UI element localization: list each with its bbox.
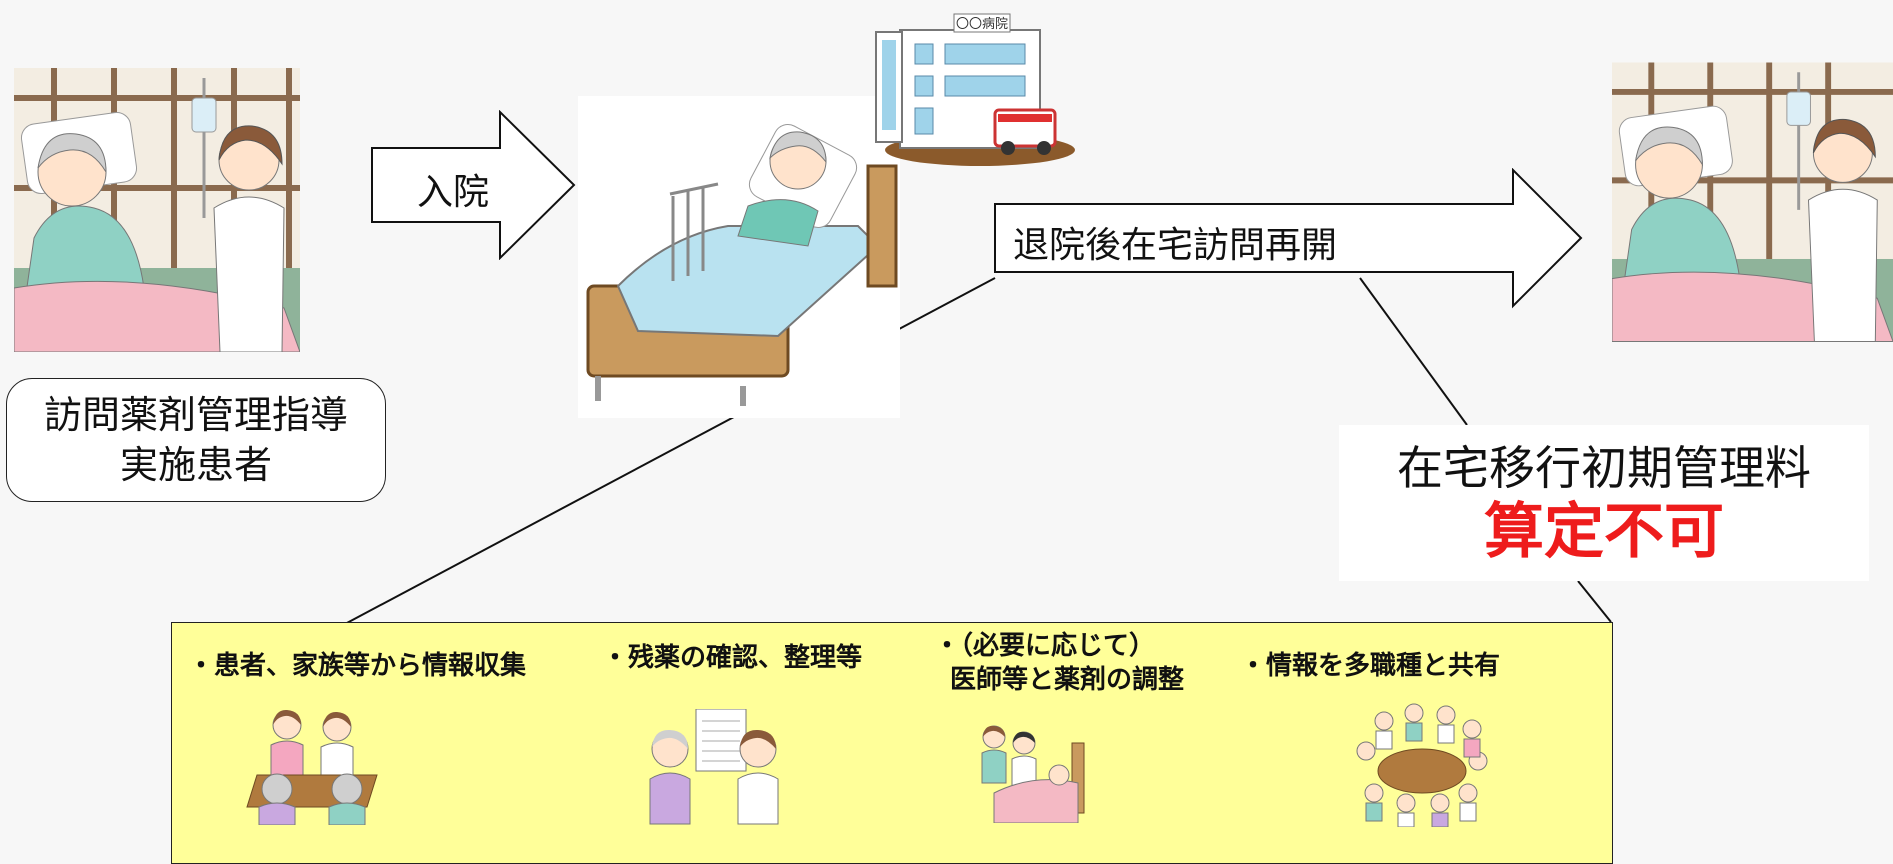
patient-label-box: 訪問薬剤管理指導 実施患者 xyxy=(6,378,386,502)
result-box: 在宅移行初期管理料 算定不可 xyxy=(1339,425,1869,581)
home-care-scene-right xyxy=(1612,62,1893,343)
admission-arrow xyxy=(371,110,576,260)
medication-check-illustration xyxy=(649,709,779,825)
home-care-scene-left xyxy=(14,68,300,352)
result-main-text: 在宅移行初期管理料 xyxy=(1397,441,1811,495)
activity-title-1: ・患者、家族等から情報収集 xyxy=(188,651,527,681)
hospital-bed-illustration xyxy=(578,96,900,418)
activity-detail-box: ・患者、家族等から情報収集 ・残薬の確認、整理等 ・（必要に応じて） 医師等と薬… xyxy=(171,622,1613,864)
team-sharing-illustration xyxy=(1356,703,1488,827)
patient-label-line2: 実施患者 xyxy=(119,443,272,487)
patient-label-line1: 訪問薬剤管理指導 xyxy=(43,393,348,437)
result-sub-text: 算定不可 xyxy=(1484,497,1724,567)
callout-line-result xyxy=(1359,277,1468,426)
activity-title-4: ・情報を多職種と共有 xyxy=(1240,651,1501,681)
activity-title-2: ・残薬の確認、整理等 xyxy=(602,643,863,673)
discharge-label: 退院後在宅訪問再開 xyxy=(1013,225,1338,266)
admission-label: 入院 xyxy=(417,172,490,213)
hospital-building-illustration: 〇〇病院 xyxy=(875,13,1075,166)
doctor-adjustment-illustration xyxy=(981,725,1085,823)
family-meeting-illustration xyxy=(246,709,378,825)
discharge-arrow xyxy=(994,168,1583,309)
callout-line-right xyxy=(1577,580,1612,623)
hospital-sign: 〇〇病院 xyxy=(956,17,1008,32)
activity-title-3: ・（必要に応じて） 医師等と薬剤の調整 xyxy=(934,631,1185,695)
